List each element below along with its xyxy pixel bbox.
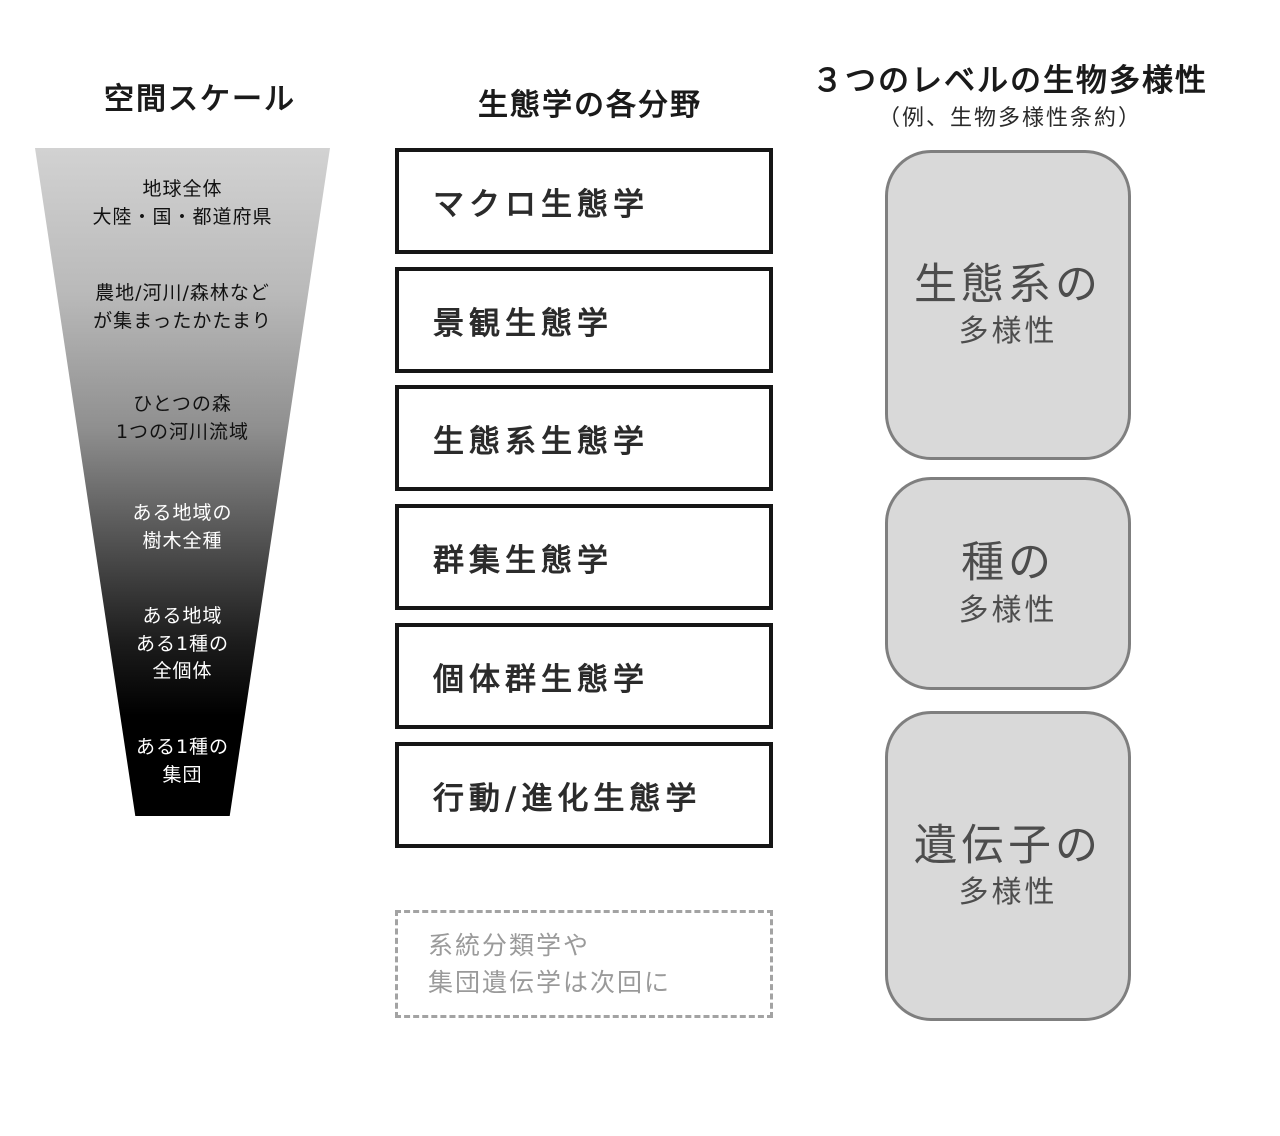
ecology-box-label: 行動/進化生態学 bbox=[433, 780, 702, 817]
ecology-box-label: 生態系生態学 bbox=[433, 423, 649, 460]
funnel-level-population: ある地域 ある1種の 全個体 bbox=[135, 605, 230, 683]
spatial-scale-title: 空間スケール bbox=[104, 82, 296, 117]
ecology-box-label: 景観生態学 bbox=[433, 305, 613, 342]
biodiversity-box-gene: 遺伝子の 多様性 bbox=[885, 711, 1131, 1021]
biodiversity-box-main: 遺伝子の bbox=[914, 820, 1102, 871]
biodiversity-title: ３つのレベルの生物多様性 bbox=[812, 63, 1208, 99]
biodiversity-box-ecosystem: 生態系の 多様性 bbox=[885, 150, 1131, 460]
ecology-box-label: 群集生態学 bbox=[433, 542, 613, 579]
ecology-box-behavioral: 行動/進化生態学 bbox=[395, 742, 773, 848]
funnel-level-landscape: 農地/河川/森林など が集まったかたまり bbox=[93, 282, 272, 332]
biodiversity-box-species: 種の 多様性 bbox=[885, 477, 1131, 690]
ecology-box-landscape: 景観生態学 bbox=[395, 267, 773, 373]
funnel-level-earth: 地球全体 大陸・国・都道府県 bbox=[92, 178, 273, 228]
funnel-level-ecosystem: ひとつの森 1つの河川流域 bbox=[115, 393, 250, 443]
biodiversity-box-main: 種の bbox=[961, 538, 1055, 589]
biodiversity-box-sub: 多様性 bbox=[958, 875, 1058, 911]
biodiversity-box-main: 生態系の bbox=[914, 259, 1102, 310]
ecology-box-label: 個体群生態学 bbox=[433, 661, 649, 698]
ecology-box-ecosystem: 生態系生態学 bbox=[395, 385, 773, 491]
ecology-box-macro: マクロ生態学 bbox=[395, 148, 773, 254]
ecology-note-box: 系統分類学や 集団遺伝学は次回に bbox=[395, 910, 773, 1018]
spatial-scale-funnel: 地球全体 大陸・国・都道府県 農地/河川/森林など が集まったかたまり ひとつの… bbox=[35, 148, 330, 816]
ecology-box-community: 群集生態学 bbox=[395, 504, 773, 610]
ecology-note-text: 系統分類学や 集団遺伝学は次回に bbox=[428, 930, 672, 998]
ecology-box-label: マクロ生態学 bbox=[433, 186, 649, 223]
biodiversity-subtitle: （例、生物多様性条約） bbox=[877, 106, 1142, 131]
funnel-level-community: ある地域の 樹木全種 bbox=[132, 502, 233, 552]
biodiversity-box-sub: 多様性 bbox=[958, 314, 1058, 350]
funnel-level-group: ある1種の 集団 bbox=[135, 736, 230, 786]
biodiversity-box-sub: 多様性 bbox=[958, 592, 1058, 628]
ecology-box-population: 個体群生態学 bbox=[395, 623, 773, 729]
ecology-fields-title: 生態学の各分野 bbox=[478, 88, 702, 123]
